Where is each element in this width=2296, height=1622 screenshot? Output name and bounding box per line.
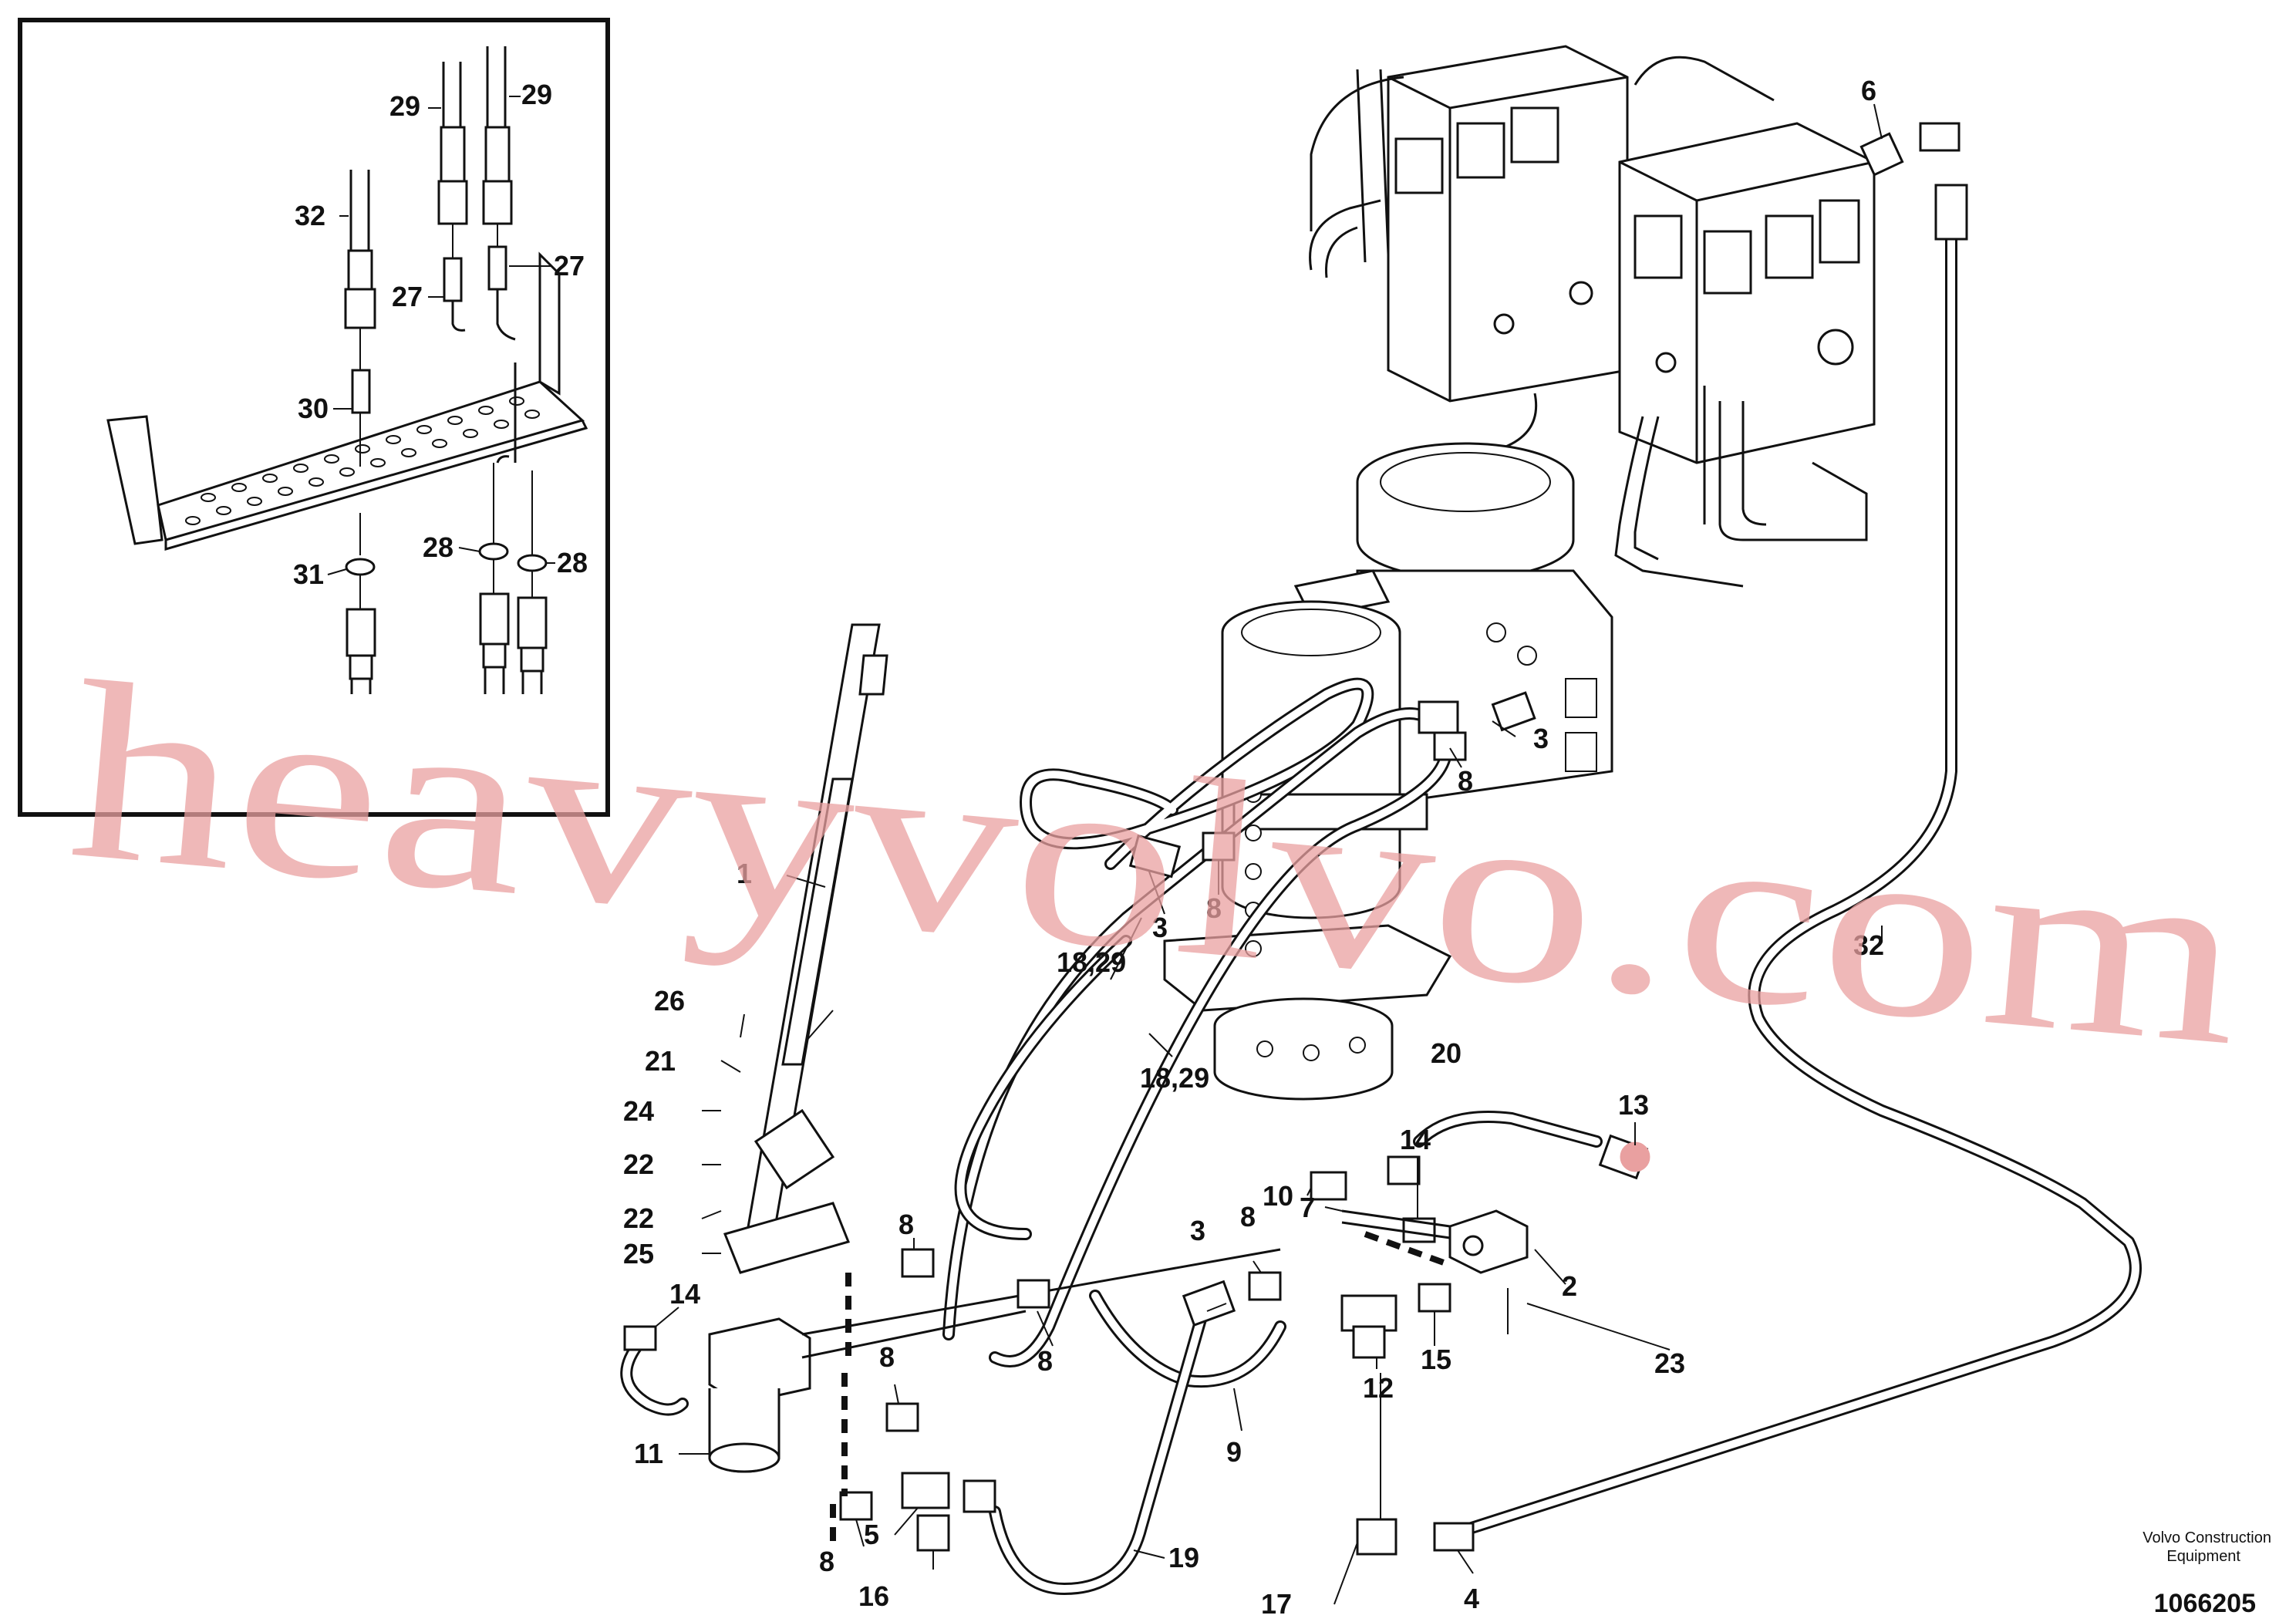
main-leaders [655, 103, 1883, 1605]
callout-8-low: 8 [1240, 1201, 1256, 1233]
hose-29-stack-left [437, 62, 510, 694]
callout-16: 16 [858, 1580, 889, 1612]
credit-line-1: Volvo Construction [2143, 1529, 2271, 1546]
callout-22-top: 22 [623, 1148, 654, 1180]
inset-callouts: 29 29 32 27 27 30 28 28 31 [293, 79, 588, 590]
callout-1: 1 [737, 858, 752, 889]
callout-21: 21 [645, 1045, 676, 1077]
callout-2: 2 [1562, 1270, 1577, 1302]
callout-11: 11 [634, 1438, 663, 1469]
callout-26: 26 [654, 985, 685, 1017]
callout-4: 4 [1464, 1583, 1479, 1614]
document-number: 1066205 [2154, 1589, 2256, 1618]
callout-3-top: 3 [1533, 723, 1549, 754]
callout-19: 19 [1168, 1542, 1199, 1573]
callout-31: 31 [293, 558, 324, 590]
watermark: heavyvolvo.com [61, 629, 2252, 1099]
control-valve-assembly [1309, 45, 1876, 588]
callout-30: 30 [298, 393, 329, 424]
detail-inset: 29 29 32 27 27 30 28 28 31 [18, 18, 610, 817]
callout-28-left: 28 [423, 531, 453, 563]
callout-22-bottom: 22 [623, 1202, 654, 1234]
inset-leaders [327, 96, 555, 575]
hose-32-stack [344, 170, 376, 694]
callout-14-left: 14 [669, 1278, 700, 1310]
footer: Volvo Construction Equipment 1066205 [2143, 1529, 2271, 1618]
callout-12: 12 [1363, 1372, 1394, 1404]
callout-29-left: 29 [389, 90, 420, 122]
hose-29-stack-right [482, 46, 548, 694]
pipe-7 [1341, 1209, 1451, 1239]
callout-20: 20 [1431, 1037, 1462, 1069]
callout-8-top: 8 [1458, 765, 1473, 797]
callout-24: 24 [623, 1095, 654, 1127]
callout-15: 15 [1421, 1344, 1451, 1375]
callout-13: 13 [1618, 1089, 1649, 1121]
callout-3-low: 3 [1190, 1215, 1205, 1246]
main-callouts: 6 3 8 3 8 1 18,29 18,29 32 26 21 20 13 2… [623, 75, 1884, 1620]
callout-10: 10 [1263, 1180, 1293, 1212]
callout-25: 25 [623, 1238, 654, 1270]
credit-line-2: Equipment [2166, 1548, 2240, 1565]
callout-29-right: 29 [521, 79, 552, 110]
callout-8-bottom: 8 [819, 1546, 834, 1577]
callout-8-mid: 8 [1206, 892, 1222, 924]
callout-9: 9 [1226, 1436, 1242, 1468]
hose-routing [620, 233, 2142, 1595]
callout-28-right: 28 [557, 547, 588, 578]
dashed-connectors [830, 1231, 1451, 1543]
callout-17: 17 [1261, 1588, 1292, 1620]
callout-7: 7 [1300, 1192, 1315, 1223]
steering-column [708, 623, 1281, 1473]
callout-14-right: 14 [1400, 1124, 1431, 1155]
callout-18-29-lower: 18,29 [1140, 1062, 1209, 1094]
callout-32-main: 32 [1853, 929, 1884, 961]
perforated-bracket [106, 251, 588, 551]
fittings [623, 122, 1968, 1556]
callout-18-29-upper: 18,29 [1057, 946, 1126, 978]
callout-27-left: 27 [392, 281, 423, 312]
callout-5: 5 [864, 1519, 879, 1550]
callout-23: 23 [1654, 1347, 1685, 1379]
callout-3-mid: 3 [1152, 912, 1168, 943]
callout-6: 6 [1861, 75, 1876, 106]
callout-8-left-mid: 8 [879, 1341, 895, 1373]
callout-8-left-top: 8 [899, 1209, 914, 1240]
callout-27-right: 27 [554, 250, 585, 282]
callout-8-center: 8 [1037, 1345, 1053, 1377]
callout-32-inset: 32 [295, 200, 325, 231]
